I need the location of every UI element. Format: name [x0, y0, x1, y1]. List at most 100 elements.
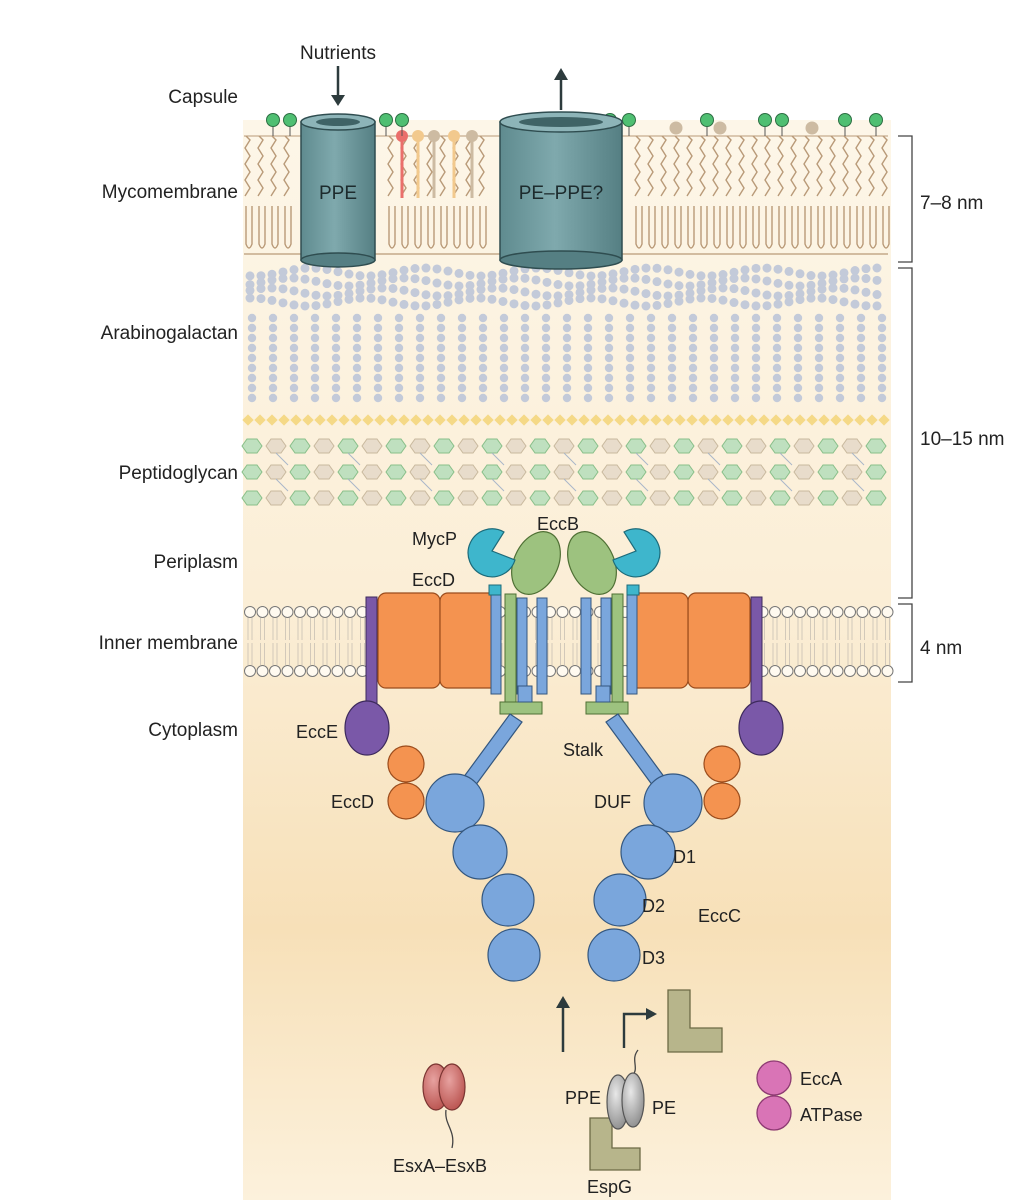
- galactan-bead: [835, 333, 845, 343]
- galactan-bead: [562, 313, 572, 323]
- galactan-bead: [436, 323, 446, 333]
- galactan-bead: [751, 313, 761, 323]
- galactan-bead: [268, 373, 278, 383]
- phospholipid-tail: [310, 618, 315, 665]
- arabinose-bead: [729, 267, 739, 277]
- galactan-bead: [394, 313, 404, 323]
- galactan-bead: [814, 363, 824, 373]
- galactan-bead: [835, 363, 845, 373]
- arabinogalactan-layer: [242, 263, 890, 426]
- glycan-hexagon: [817, 464, 839, 480]
- galactan-bead: [856, 363, 866, 373]
- arabinose-bead: [278, 284, 288, 294]
- galactan-bead: [646, 383, 656, 393]
- arabinose-bead: [476, 271, 486, 281]
- galactan-bead: [478, 393, 488, 403]
- arabinose-bead: [454, 281, 464, 291]
- glycan-hexagon: [817, 490, 839, 506]
- arabinose-bead: [487, 283, 497, 293]
- phospholipid-head: [819, 665, 831, 677]
- arabinose-bead: [850, 273, 860, 283]
- galactan-bead: [310, 383, 320, 393]
- mycolic-acid-chain: [881, 135, 888, 197]
- glycan-hexagon: [313, 490, 335, 506]
- eccc-atpase-domain: [487, 928, 541, 982]
- galactan-bead: [730, 313, 740, 323]
- glycan-hexagon: [337, 438, 359, 454]
- arabinose-bead: [751, 274, 761, 284]
- galactan-bead: [709, 393, 719, 403]
- galactan-bead: [772, 323, 782, 333]
- arabinose-bead: [740, 286, 750, 296]
- linker-diamond: [338, 414, 350, 426]
- linker-diamond: [290, 414, 302, 426]
- linker-diamond: [566, 414, 578, 426]
- linker-diamond: [698, 414, 710, 426]
- phospholipid-tail: [322, 618, 328, 665]
- arabinose-bead: [773, 291, 783, 301]
- arabinose-bead: [399, 273, 409, 283]
- arabinose-bead: [619, 273, 629, 283]
- glycan-hexagon: [505, 464, 527, 480]
- galactan-bead: [730, 323, 740, 333]
- eccc-atpase-domain: [643, 773, 703, 833]
- lipid-tail: [882, 206, 890, 249]
- capsule-head: [395, 113, 409, 127]
- arabinose-bead: [366, 284, 376, 294]
- arabinose-bead: [267, 295, 277, 305]
- galactan-bead: [310, 353, 320, 363]
- galactan-bead: [457, 323, 467, 333]
- phospholipid-head: [256, 665, 269, 677]
- arabinose-bead: [300, 274, 310, 284]
- galactan-bead: [877, 323, 887, 333]
- glycan-hexagon: [457, 464, 479, 480]
- layer-label-arabinogalactan: Arabinogalactan: [101, 323, 238, 344]
- arabinose-bead: [575, 281, 585, 291]
- eccc-atpase-domain: [425, 773, 485, 833]
- lipid-tail: [479, 206, 487, 249]
- phospholipid-tail: [835, 618, 840, 665]
- linker-diamond: [794, 414, 806, 426]
- glycan-hexagon: [769, 438, 791, 454]
- secretion-arrow: [554, 68, 568, 110]
- arabinose-bead: [652, 300, 662, 310]
- arabinose-bead: [707, 271, 717, 281]
- phospholipid-head: [794, 606, 806, 618]
- arabinose-bead: [773, 264, 783, 274]
- galactan-bead: [541, 373, 551, 383]
- phospholipid-tail: [297, 618, 303, 665]
- mycolic-acid-chain: [478, 135, 485, 197]
- pe-ppe-channel: PE–PPE?: [499, 111, 623, 270]
- phospholipid-head: [806, 606, 819, 618]
- arabinose-bead: [256, 284, 266, 294]
- label-atpase: ATPase: [800, 1105, 863, 1125]
- linker-diamond: [446, 414, 458, 426]
- galactan-bead: [646, 353, 656, 363]
- galactan-bead: [583, 383, 593, 393]
- phospholipid-head: [881, 665, 894, 677]
- linker-diamond: [710, 414, 722, 426]
- arabinose-bead: [597, 277, 607, 287]
- arabinose-bead: [311, 301, 321, 311]
- arabinose-bead: [762, 301, 772, 311]
- mycp-protease: [467, 528, 516, 578]
- galactan-bead: [688, 373, 698, 383]
- galactan-bead: [646, 323, 656, 333]
- phospholipid-head: [319, 665, 331, 677]
- glycan-hexagon: [361, 490, 383, 506]
- arabinose-bead: [421, 301, 431, 311]
- phospholipid-head: [281, 606, 294, 618]
- galactan-bead: [520, 393, 530, 403]
- phospholipid-tail: [547, 618, 553, 665]
- galactan-bead: [247, 343, 257, 353]
- mycolic-acid-chain: [426, 135, 433, 197]
- galactan-bead: [667, 393, 677, 403]
- galactan-bead: [772, 313, 782, 323]
- arabinose-bead: [685, 281, 695, 291]
- galactan-bead: [478, 363, 488, 373]
- phospholipid-head: [294, 606, 306, 618]
- arabinose-bead: [586, 271, 596, 281]
- glycan-hexagon: [385, 464, 407, 480]
- galactan-bead: [646, 373, 656, 383]
- galactan-bead: [520, 333, 530, 343]
